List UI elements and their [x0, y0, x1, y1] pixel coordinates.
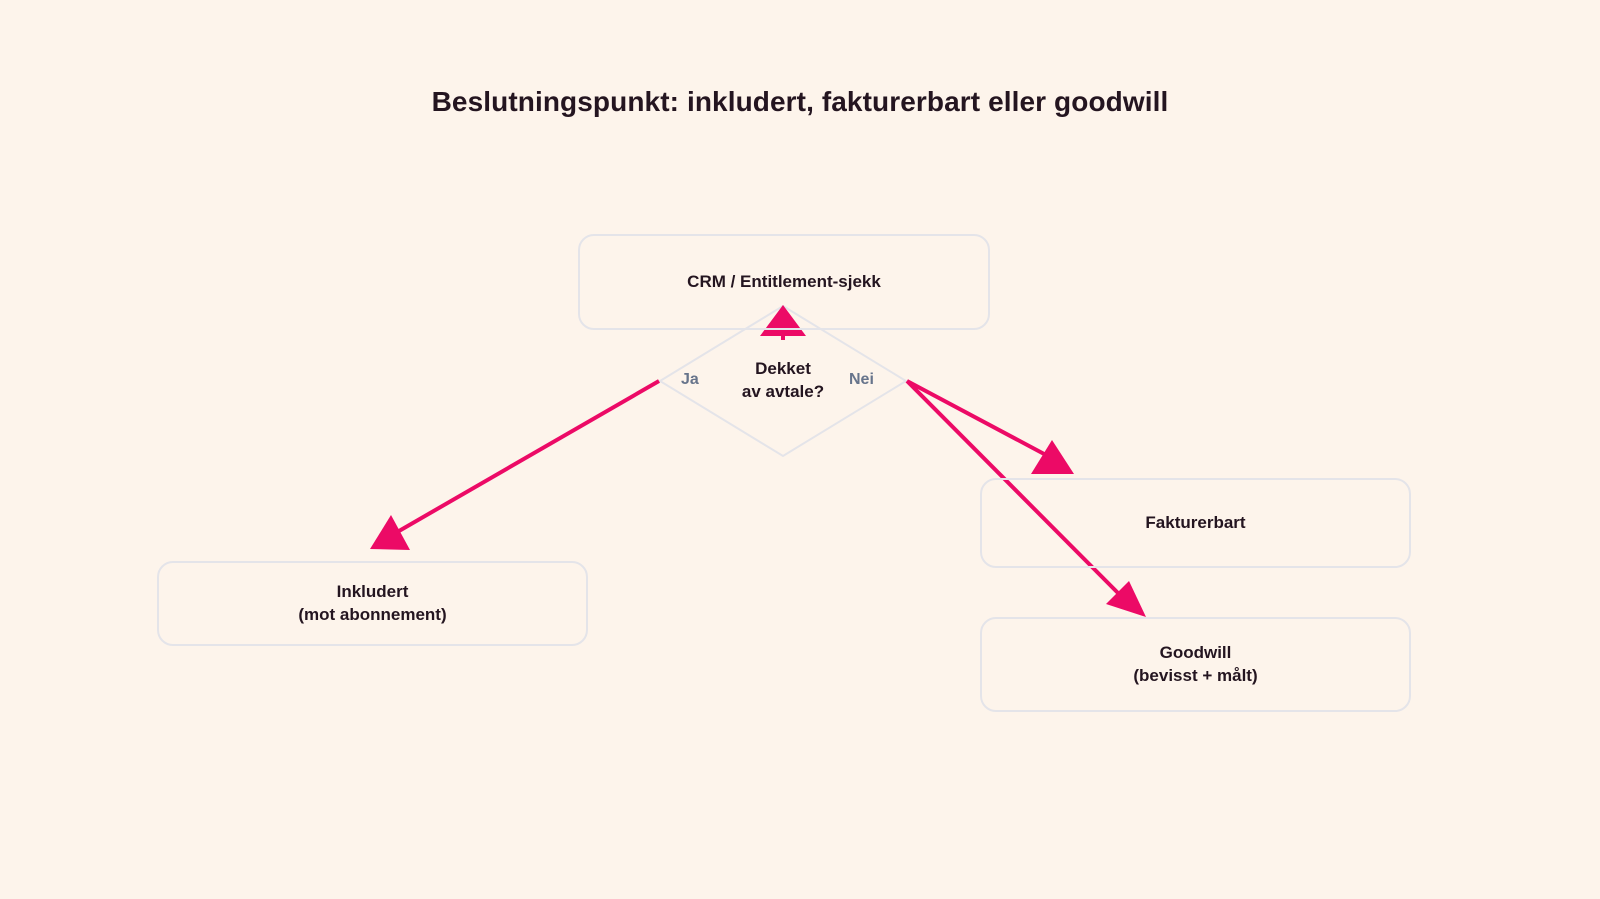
- arrowhead-fakturerbart: [1031, 440, 1074, 474]
- edge-dekket-to-fakturerbart: [906, 379, 1074, 474]
- node-goodwill[interactable]: Goodwill (bevisst + målt): [980, 617, 1411, 712]
- node-label: Inkludert (mot abonnement): [298, 581, 447, 624]
- diagram-title: Beslutningspunkt: inkludert, fakturerbar…: [431, 86, 1169, 117]
- node-label: Goodwill (bevisst + målt): [1133, 642, 1258, 685]
- edge-label-ja: Ja: [681, 371, 699, 388]
- edge-label-nei: Nei: [849, 371, 874, 388]
- arrowhead-inkludert: [370, 515, 410, 550]
- node-label: CRM / Entitlement-sjekk: [687, 271, 881, 291]
- arrowhead-goodwill: [1106, 581, 1146, 617]
- node-label: Fakturerbart: [1145, 512, 1246, 532]
- node-inkludert[interactable]: Inkludert (mot abonnement): [157, 561, 588, 646]
- node-label: Dekket av avtale?: [741, 359, 825, 401]
- node-fakturerbart[interactable]: Fakturerbart: [980, 478, 1411, 568]
- edge-dekket-to-inkludert: [370, 379, 660, 550]
